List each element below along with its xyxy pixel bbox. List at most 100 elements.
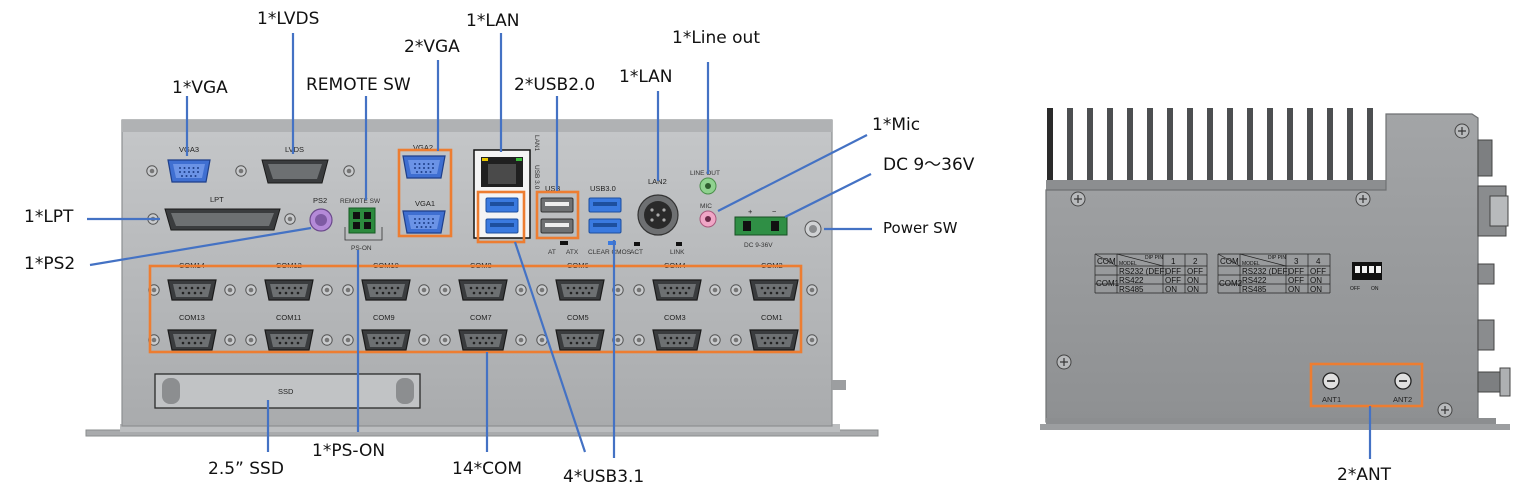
com-screw xyxy=(806,284,818,296)
com-label: COM3 xyxy=(664,313,686,322)
heatsink-fin xyxy=(1207,108,1213,188)
callout-com: 14*COM xyxy=(452,459,522,479)
lpt-label: LPT xyxy=(210,195,224,204)
callout-ssd: 2.5” SSD xyxy=(208,459,284,479)
lpt-port: LPT xyxy=(147,195,296,231)
com-connector xyxy=(458,329,508,351)
dip-port-name: COM2 xyxy=(1219,279,1243,288)
dip-header-pin: DIP PIN xyxy=(1145,255,1163,261)
dip-port-name: COM1 xyxy=(1096,279,1120,288)
usb-label: USB xyxy=(545,184,560,193)
com-screw xyxy=(709,334,721,346)
com-screw xyxy=(709,284,721,296)
callout-usb31: 4*USB3.1 xyxy=(563,467,644,487)
dip-header-pin: DIP PIN xyxy=(1268,255,1286,261)
link-label: LINK xyxy=(670,249,685,256)
com-screw xyxy=(321,284,333,296)
dip-table-rule xyxy=(1217,253,1241,267)
dip-row-value: OFF xyxy=(1288,267,1304,276)
com-screw xyxy=(418,284,430,296)
com-screw xyxy=(806,334,818,346)
com-screw xyxy=(321,334,333,346)
dc-input: + − DC 9-36V xyxy=(734,207,788,249)
vga3-label: VGA3 xyxy=(179,145,199,154)
dip-row-value: ON xyxy=(1165,285,1177,294)
at-label: AT xyxy=(548,249,556,256)
dip-on-label: ON xyxy=(1371,286,1379,292)
com-connector xyxy=(264,279,314,301)
callout-mic: 1*Mic xyxy=(872,115,920,135)
heatsink-fin xyxy=(1187,108,1193,188)
com-connector xyxy=(264,329,314,351)
callout-usb20: 2*USB2.0 xyxy=(514,75,595,95)
usb20-ports: USB AT ATX xyxy=(540,184,579,256)
callout-lines xyxy=(87,33,1372,459)
com-connector xyxy=(555,279,605,301)
ps2-label: PS2 xyxy=(313,196,327,205)
dip-row-model: RS485 xyxy=(1242,285,1267,294)
dip-row-model: RS232 (DEF) xyxy=(1242,267,1290,276)
dip-row-value: ON xyxy=(1310,276,1322,285)
com-port: COM13 xyxy=(148,313,236,351)
dip-pin-number: 4 xyxy=(1316,257,1321,266)
power-switch[interactable] xyxy=(804,220,822,238)
dip-row-value: OFF xyxy=(1187,267,1203,276)
com-screw xyxy=(342,284,354,296)
com-screw xyxy=(245,334,257,346)
front-highlights xyxy=(148,148,803,354)
callout-ps-on: 1*PS-ON xyxy=(312,441,385,461)
com-screw xyxy=(439,284,451,296)
dip-switch: OFF ON xyxy=(1350,262,1382,292)
com-screw xyxy=(224,284,236,296)
com-screw xyxy=(730,334,742,346)
com-connector xyxy=(167,329,217,351)
callout-lan2: 1*LAN xyxy=(619,67,673,87)
audio-jacks: LINE OUT MIC xyxy=(690,170,720,228)
dc-minus-label: − xyxy=(772,207,777,216)
com-port: COM7 xyxy=(439,313,527,351)
com-port: COM1 xyxy=(730,313,818,351)
dip-row-value: OFF xyxy=(1165,267,1181,276)
com-screw xyxy=(439,334,451,346)
dip-header-com: COM xyxy=(1220,257,1239,266)
ps-on-panel-label: PS-ON xyxy=(351,245,372,252)
heatsink-fin xyxy=(1067,108,1073,188)
callout-power-sw: Power SW xyxy=(883,219,958,237)
lvds-port: LVDS xyxy=(261,145,355,184)
atx-label: ATX xyxy=(566,249,579,256)
com-label: COM7 xyxy=(470,313,492,322)
dip-row-value: OFF xyxy=(1165,276,1181,285)
dip-table-rule xyxy=(1116,253,1164,267)
lan1-usb-stack: LAN1 USB 3.0 xyxy=(473,135,540,239)
heatsink-fin xyxy=(1307,108,1313,188)
lan2-port: LAN2 ACT LINK xyxy=(630,177,685,256)
com-port: COM9 xyxy=(342,313,430,351)
dip-pin-number: 1 xyxy=(1171,257,1176,266)
com-port: COM3 xyxy=(633,313,721,351)
dip-row-model: RS232 (DEF) xyxy=(1119,267,1167,276)
mic-panel-label: MIC xyxy=(700,203,712,210)
com-screw xyxy=(515,334,527,346)
dip-row-value: ON xyxy=(1310,285,1322,294)
vga2-label: VGA2 xyxy=(413,143,433,152)
heatsink-fin xyxy=(1227,108,1233,188)
lan1-vert-label: LAN1 xyxy=(533,135,540,152)
com-screw xyxy=(245,284,257,296)
com-screw xyxy=(633,334,645,346)
callout-remote-sw: REMOTE SW xyxy=(306,75,411,95)
com-port: COM5 xyxy=(536,313,624,351)
dip-row-value: OFF xyxy=(1288,276,1304,285)
dip-header-model: MODEL xyxy=(1242,261,1260,267)
com-connector xyxy=(749,279,799,301)
heatsink-fin xyxy=(1047,108,1053,188)
com-screw xyxy=(515,284,527,296)
front-panel: VGA3 LVDS LPT PS2 REMOTE SW xyxy=(85,119,879,437)
dip-header-model: MODEL xyxy=(1119,261,1137,267)
vga1-label: VGA1 xyxy=(415,199,435,208)
vga3-port: VGA3 xyxy=(146,145,247,183)
clear-cmos-label: CLEAR CMOS xyxy=(588,249,632,256)
callout-lpt: 1*LPT xyxy=(24,207,74,227)
